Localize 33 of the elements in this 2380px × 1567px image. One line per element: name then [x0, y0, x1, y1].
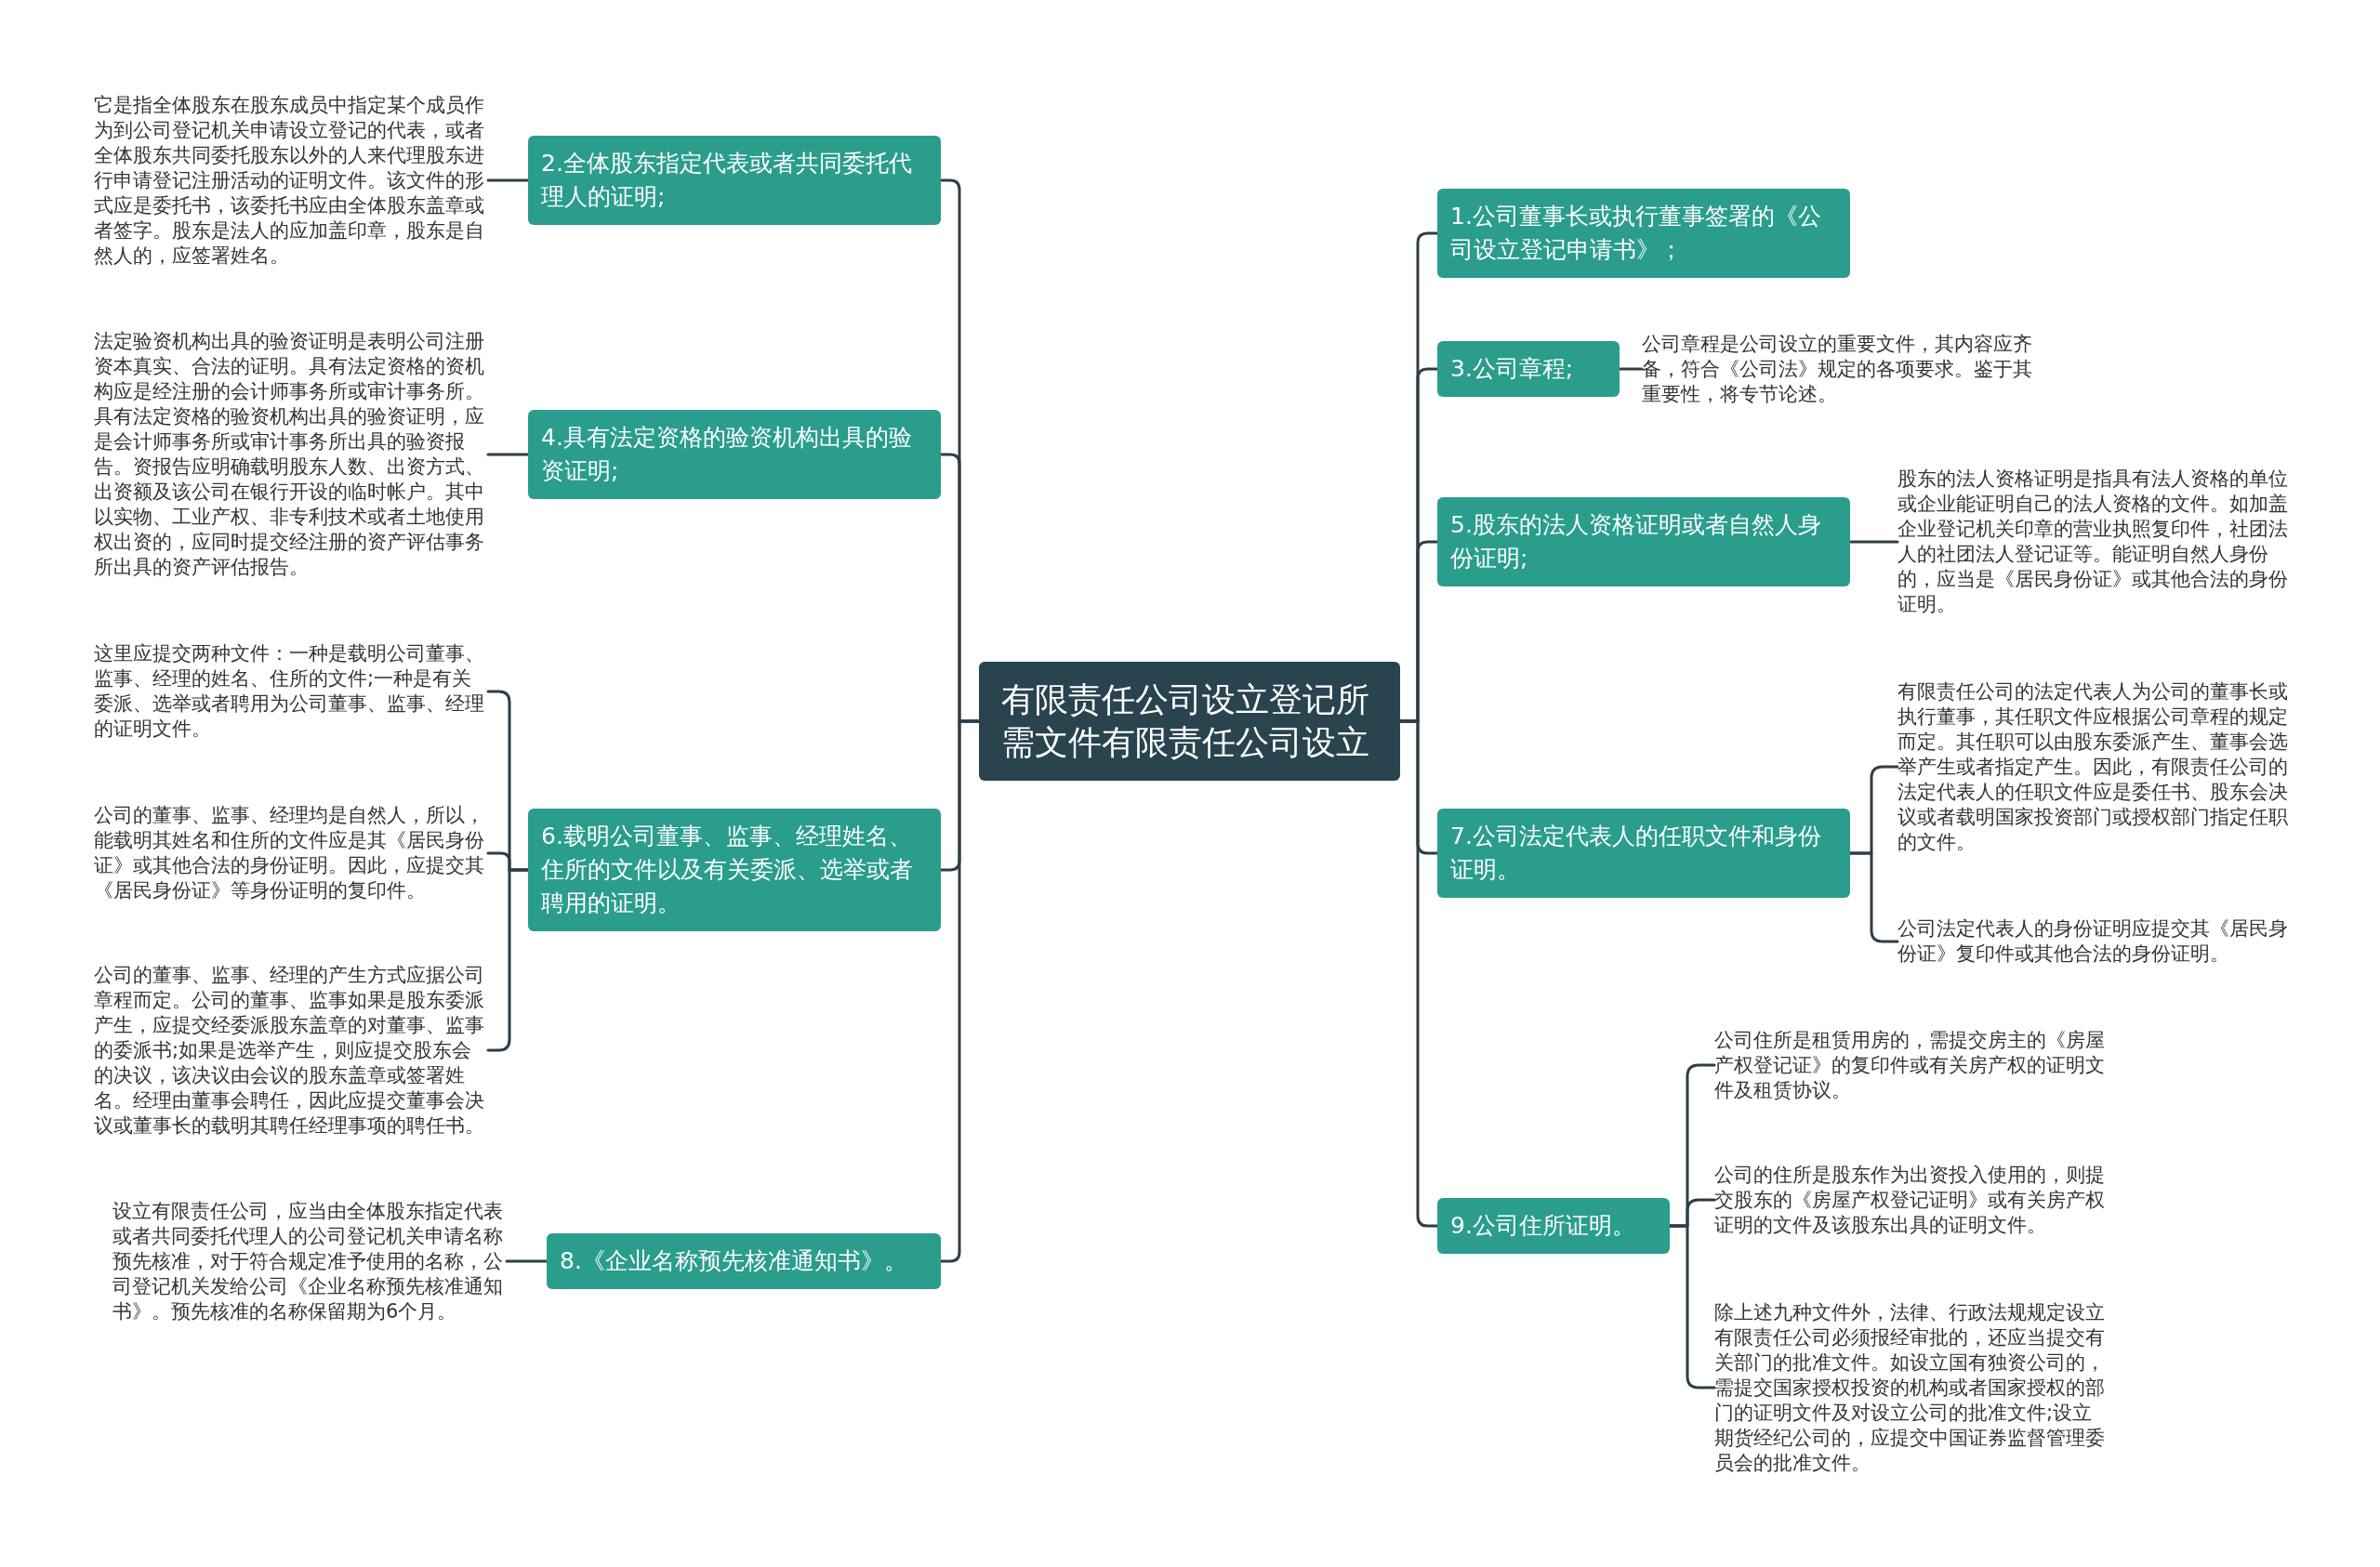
note-text: 有限责任公司的法定代表人为公司的董事长或执行董事，其任职文件应根据公司章程的规定而定。其任职可以由股东委派产生、董事会选举产生或者指定产生。因此，有限责任公司的法定代表人的任职文件应是委任书、股东会决议或者载明国家投资部门或授权部门指定任职的文件。	[1897, 678, 2292, 855]
connector-line	[1848, 540, 1899, 544]
connector-line	[486, 453, 530, 456]
note-text: 设立有限责任公司，应当由全体股东指定代表或者共同委托代理人的公司登记机关申请名称预先核准，对于符合规定准予使用的名称，公司登记机关发给公司《企业名称预先核准通知书》。预先核准的名称保留期为6个月。	[112, 1198, 507, 1324]
topic-box: 2.全体股东指定代表或者共同委托代理人的证明;	[528, 136, 941, 225]
note-text: 公司的住所是股东作为出资投入使用的，则提交股东的《房屋产权登记证明》或有关房产权证明的文件及该股东出具的证明文件。	[1714, 1162, 2109, 1238]
topic-box: 5.股东的法人资格证明或者自然人身份证明;	[1437, 497, 1850, 586]
note-text: 这里应提交两种文件：一种是载明公司董事、监事、经理的姓名、住所的文件;一种是有关委派、选举或者聘用为公司董事、监事、经理的证明文件。	[94, 641, 488, 742]
connector-line	[486, 868, 530, 1052]
note-text: 公司住所是租赁用房的，需提交房主的《房屋产权登记证》的复印件或有关房产权的证明文件及租赁协议。	[1714, 1027, 2109, 1103]
note-text: 股东的法人资格证明是指具有法人资格的单位或企业能证明自己的法人资格的文件。如加盖企业登记机关印章的营业执照复印件，社团法人的社团法人登记证等。能证明自然人身份的，应当是《居民身份证》或其他合法的身份证明。	[1897, 467, 2292, 617]
note-text: 公司法定代表人的身份证明应提交其《居民身份证》复印件或其他合法的身份证明。	[1897, 916, 2292, 967]
note-text: 法定验资机构出具的验资证明是表明公司注册资本真实、合法的证明。具有法定资格的资机构应是经注册的会计师事务所或审计事务所。具有法定资格的验资机构出具的验资证明，应是会计师事务所或审计事务所出具的验资报告。资报告应明确载明股东人数、出资方式、出资额及该公司在银行开设的临时帐户。其中以实物、工业产权、非专利技术或者土地使用权出资的，应同时提交经注册的资产评估事务所出具的资产评估报告。	[94, 329, 488, 580]
central-topic-box: 有限责任公司设立登记所需文件有限责任公司设立	[979, 662, 1400, 781]
note-text: 公司章程是公司设立的重要文件，其内容应齐备，符合《公司法》规定的各项要求。鉴于其重要性，将专节论述。	[1642, 331, 2036, 407]
topic-box: 1.公司董事长或执行董事签署的《公司设立登记申请书》；	[1437, 189, 1850, 278]
connector-line	[1398, 719, 1439, 1228]
note-text: 它是指全体股东在股东成员中指定某个成员作为到公司登记机关申请设立登记的代表，或者全体股东共同委托股东以外的人来代理股东进行申请登记注册活动的证明文件。该文件的形式应是委托书，该委托书应由全体股东盖章或者签字。股东是法人的应加盖印章，股东是自然人的，应签署姓名。	[94, 92, 488, 269]
note-text: 除上述九种文件外，法律、行政法规规定设立有限责任公司必须报经审批的，还应当提交有关部门的批准文件。如设立国有独资公司的，需提交国家授权投资的机构或者国家授权的部门的证明文件及对设立公司的批准文件;设立期货经纪公司的，应提交中国证券监督管理委员会的批准文件。	[1714, 1299, 2109, 1476]
connector-line	[505, 1259, 549, 1263]
connector-line	[1668, 1224, 1716, 1389]
connector-line	[1848, 851, 1899, 943]
connector-line	[939, 719, 981, 1263]
connector-line	[1618, 367, 1644, 371]
topic-box: 4.具有法定资格的验资机构出具的验资证明;	[528, 410, 941, 499]
topic-box: 8.《企业名称预先核准通知书》。	[547, 1233, 941, 1289]
topic-box: 9.公司住所证明。	[1437, 1198, 1670, 1254]
topic-box: 6.载明公司董事、监事、经理姓名、住所的文件以及有关委派、选举或者聘用的证明。	[528, 809, 941, 931]
connector-line	[486, 178, 530, 182]
topic-box: 7.公司法定代表人的任职文件和身份证明。	[1437, 809, 1850, 898]
note-text: 公司的董事、监事、经理的产生方式应据公司章程而定。公司的董事、监事如果是股东委派产生，应提交经委派股东盖章的对董事、监事的委派书;如果是选举产生，则应提交股东会的决议，该决议由会议的股东盖章或签署姓名。经理由董事会聘任，因此应提交董事会决议或董事长的载明其聘任经理事项的聘任书。	[94, 962, 488, 1139]
note-text: 公司的董事、监事、经理均是自然人，所以，能载明其姓名和住所的文件应是其《居民身份证》或其他合法的身份证明。因此，应提交其《居民身份证》等身份证明的复印件。	[94, 803, 488, 903]
topic-box: 3.公司章程;	[1437, 341, 1620, 397]
